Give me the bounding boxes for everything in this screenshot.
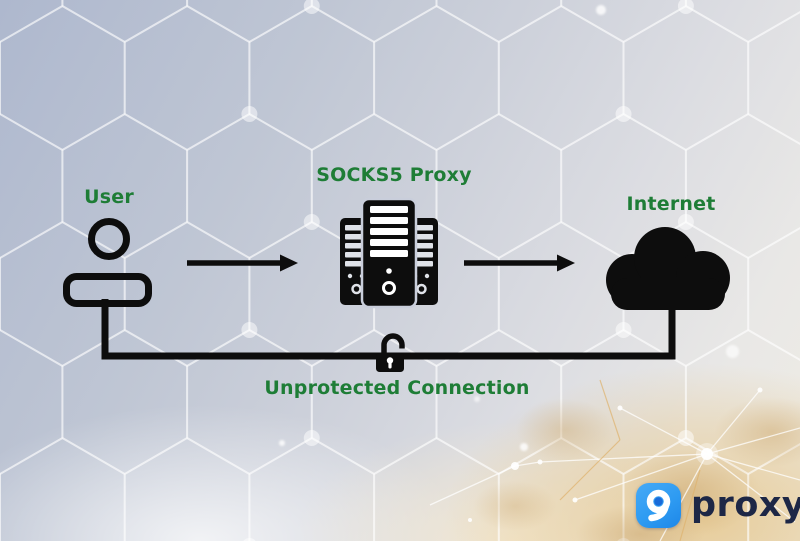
cloud-icon (601, 223, 735, 311)
nine-icon (636, 483, 681, 528)
socks5-proxy-label: SOCKS5 Proxy (316, 164, 472, 186)
person-icon (60, 216, 156, 308)
server-stack-icon (337, 192, 441, 310)
bokeh-dot (279, 440, 285, 446)
unprotected-connection-label: Unprotected Connection (264, 377, 530, 399)
bokeh-dot (474, 396, 480, 402)
user-label: User (84, 186, 134, 208)
bokeh-dot (726, 345, 739, 358)
arrow-proxy-to-internet-icon (462, 252, 577, 278)
internet-label: Internet (626, 193, 716, 215)
nineproxy-logo: proxy (636, 483, 800, 528)
bokeh-dot (596, 5, 606, 15)
bokeh-dot (520, 443, 528, 451)
arrow-user-to-proxy-icon (185, 252, 300, 278)
logo-wordmark: proxy (691, 485, 800, 525)
unlocked-padlock-icon (372, 331, 412, 372)
